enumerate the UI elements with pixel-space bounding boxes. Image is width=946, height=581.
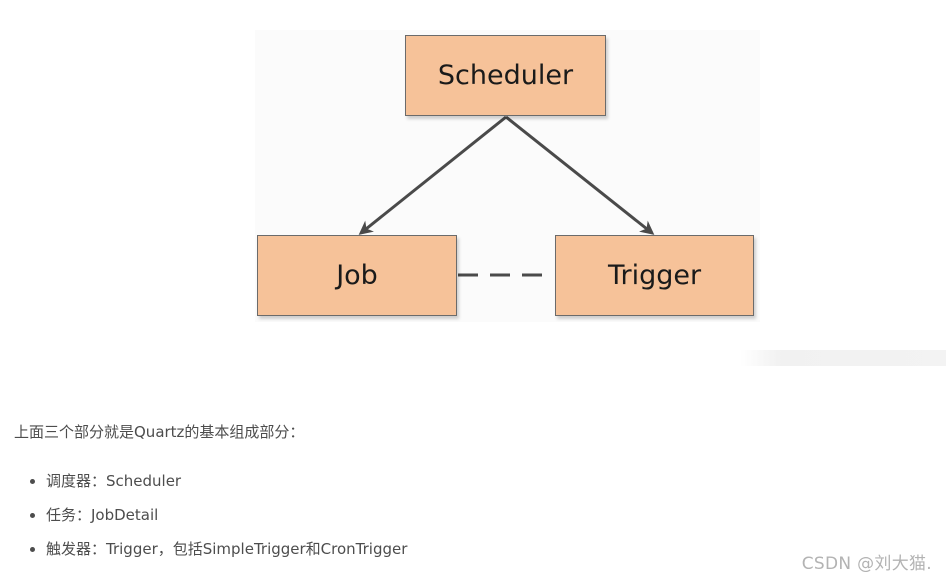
bullet-icon <box>30 513 35 518</box>
diagram-connectors <box>358 115 655 277</box>
arrow-scheduler-to-job <box>358 115 507 235</box>
list-item: 触发器：Trigger，包括SimpleTrigger和CronTrigger <box>0 538 407 572</box>
list-item-text: 触发器：Trigger，包括SimpleTrigger和CronTrigger <box>46 540 408 558</box>
trigger-node: Trigger <box>555 235 754 316</box>
component-list: 调度器：Scheduler 任务：JobDetail 触发器：Trigger，包… <box>0 470 407 572</box>
csdn-watermark: CSDN @刘大猫. <box>801 554 932 574</box>
quartz-architecture-diagram: Scheduler Job Trigger <box>257 35 946 366</box>
bullet-icon <box>30 547 35 552</box>
scheduler-node-label: Scheduler <box>437 60 574 91</box>
trigger-node-label: Trigger <box>607 260 702 291</box>
job-node-label: Job <box>336 260 378 291</box>
bullet-icon <box>30 479 35 484</box>
job-node: Job <box>257 235 457 316</box>
list-item-text: 任务：JobDetail <box>46 506 159 524</box>
list-item-text: 调度器：Scheduler <box>46 472 182 490</box>
intro-paragraph: 上面三个部分就是Quartz的基本组成部分： <box>14 423 305 441</box>
list-item: 调度器：Scheduler <box>0 470 407 504</box>
faint-caption-strip <box>740 350 946 366</box>
arrow-scheduler-to-trigger <box>505 115 655 235</box>
scheduler-node: Scheduler <box>405 35 606 116</box>
list-item: 任务：JobDetail <box>0 504 407 538</box>
